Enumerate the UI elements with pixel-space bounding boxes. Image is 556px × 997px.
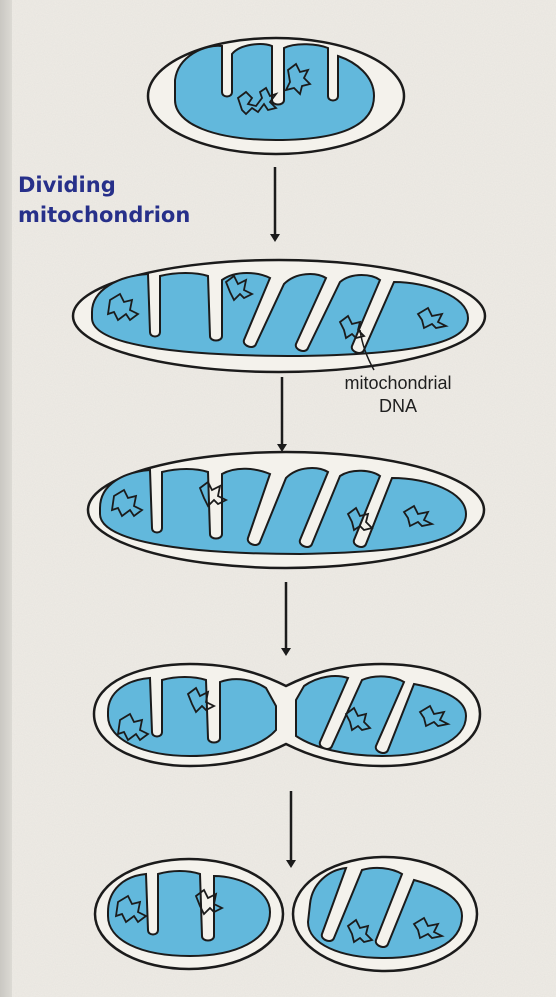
daughter-mitochondrion-left — [95, 859, 283, 969]
mitochondrion-stage-2 — [73, 260, 485, 372]
title-line-1: Dividing — [18, 175, 116, 196]
mitochondrion-stage-3 — [88, 452, 484, 568]
inner-membrane-matrix-left — [108, 677, 276, 756]
dna-label-line-1: mitochondrial — [318, 374, 478, 392]
daughter-mitochondrion-right — [293, 857, 477, 971]
title-line-2: mitochondrion — [18, 205, 190, 226]
mitochondrion-stage-1 — [148, 38, 404, 154]
dna-label-line-2: DNA — [318, 397, 478, 415]
inner-membrane-matrix — [108, 871, 270, 956]
